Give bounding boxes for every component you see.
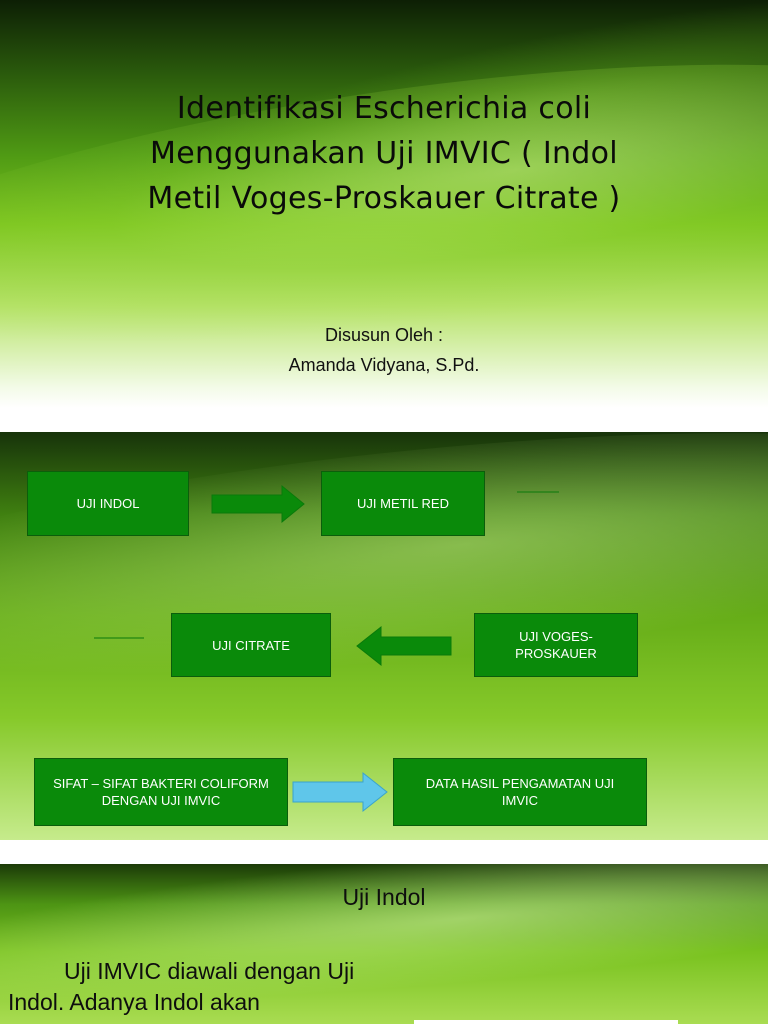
box-label: UJI METIL RED bbox=[357, 496, 449, 511]
arrow-right-icon bbox=[292, 771, 388, 813]
author-block: Disusun Oleh : Amanda Vidyana, S.Pd. bbox=[0, 320, 768, 380]
box-label: UJI CITRATE bbox=[212, 637, 290, 653]
box-uji-indol: UJI INDOL bbox=[27, 471, 189, 536]
arrow-turn-down-icon bbox=[517, 491, 559, 493]
author-name: Amanda Vidyana, S.Pd. bbox=[288, 355, 480, 375]
slide-body-text: Uji IMVIC diawali dengan Uji Indol. Adan… bbox=[8, 956, 428, 1018]
slide-title: Identifikasi Escherichia coli Menggunaka… bbox=[30, 86, 738, 221]
body-line: Uji IMVIC diawali dengan Uji bbox=[64, 958, 355, 984]
content-slide: Uji Indol Uji IMVIC diawali dengan Uji I… bbox=[0, 864, 768, 1024]
box-uji-metil-red: UJI METIL RED bbox=[321, 471, 485, 536]
arrow-right-icon bbox=[211, 484, 305, 524]
title-slide: Identifikasi Escherichia coli Menggunaka… bbox=[0, 0, 768, 408]
title-line: Identifikasi Escherichia coli bbox=[176, 91, 592, 126]
slide-separator bbox=[0, 840, 768, 864]
body-line: Indol. Adanya Indol akan bbox=[8, 989, 260, 1015]
slide-heading: Uji Indol bbox=[342, 884, 426, 910]
box-uji-citrate: UJI CITRATE bbox=[171, 613, 331, 677]
slide-separator bbox=[0, 408, 768, 432]
title-line: Menggunakan Uji IMVIC ( Indol bbox=[150, 136, 618, 171]
title-line: Metil Voges-Proskauer Citrate ) bbox=[147, 181, 621, 216]
author-label: Disusun Oleh : bbox=[324, 325, 444, 345]
flowchart-slide: UJI INDOL UJI METIL RED UJI VOGES-PROSKA… bbox=[0, 432, 768, 840]
arrow-turn-down-icon bbox=[94, 637, 144, 639]
box-label: UJI VOGES-PROSKAUER bbox=[515, 629, 597, 661]
box-uji-voges-proskauer: UJI VOGES-PROSKAUER bbox=[474, 613, 638, 677]
cut-off-content bbox=[414, 1020, 678, 1024]
box-label: UJI INDOL bbox=[76, 496, 140, 511]
arrow-left-icon bbox=[356, 625, 452, 667]
